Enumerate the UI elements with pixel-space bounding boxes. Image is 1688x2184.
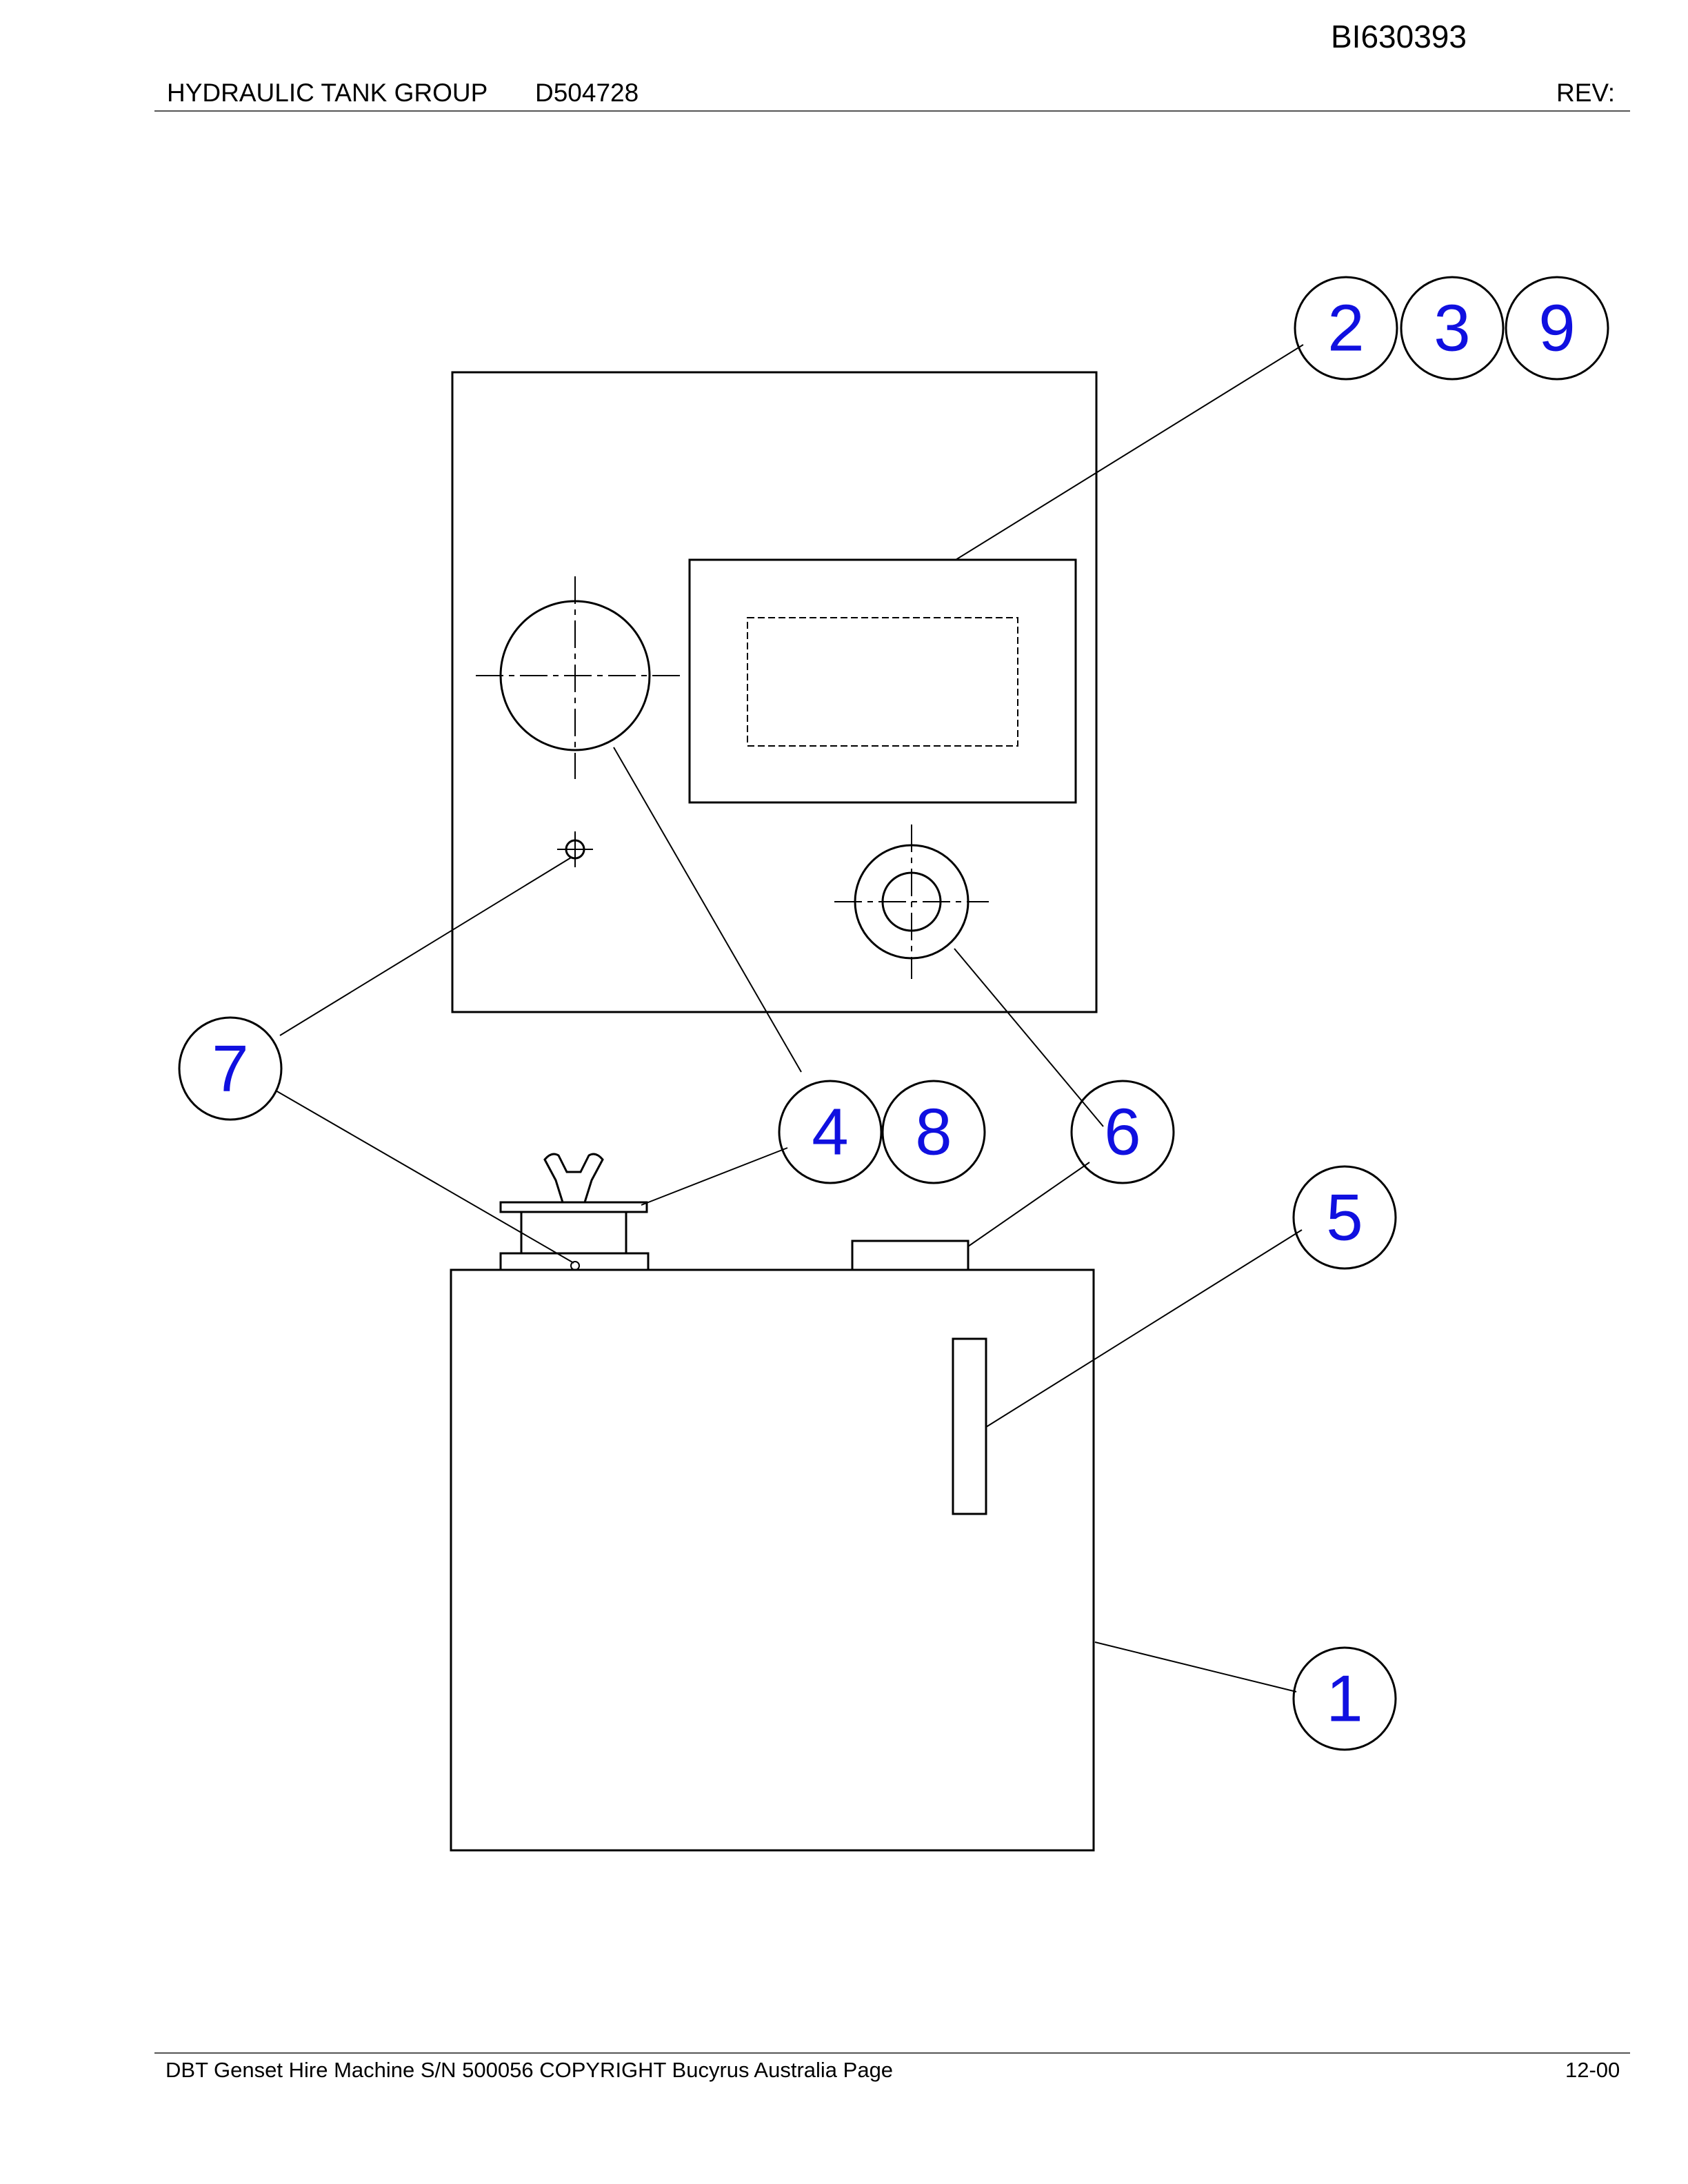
callout-8-label: 8: [915, 1095, 952, 1169]
breather-centerlines: [476, 576, 680, 779]
filter-housing: [688, 558, 1077, 804]
port-boss-side: [851, 1240, 969, 1271]
tank-side-view-outline: [450, 1268, 1095, 1852]
page-title: HYDRAULIC TANK GROUP: [167, 79, 488, 107]
footer-text: DBT Genset Hire Machine S/N 500056 COPYR…: [165, 2058, 894, 2082]
callout-3-bubble: [1400, 276, 1505, 381]
tank-top-view-outline: [451, 371, 1098, 1013]
drawing-number: D504728: [535, 79, 639, 107]
revision-label: REV:: [1556, 79, 1615, 107]
callout-7-label: 7: [212, 1032, 248, 1106]
callout-bubbles: [178, 276, 1609, 1751]
sight-gauge: [952, 1337, 987, 1515]
callout-9-bubble: [1505, 276, 1609, 381]
callout-8-bubble: [881, 1080, 986, 1184]
footer-divider: [154, 2052, 1630, 2054]
callout-6-label: 6: [1104, 1095, 1141, 1169]
callout-4-label: 4: [812, 1095, 848, 1169]
document-id: BI630393: [1331, 19, 1467, 54]
header-divider: [154, 110, 1630, 112]
callout-4-bubble: [778, 1080, 883, 1184]
callout-2-bubble: [1294, 276, 1398, 381]
breather-cap: [499, 1201, 648, 1213]
fitting-centerlines: [557, 831, 593, 867]
callout-1-bubble: [1292, 1646, 1397, 1751]
port-centerlines: [834, 825, 989, 979]
wing-nut: [543, 1153, 604, 1204]
callout-5-bubble: [1292, 1165, 1397, 1270]
leader-lines: [275, 344, 1304, 1692]
fitting-side: [570, 1261, 580, 1271]
breather-body: [520, 1211, 627, 1255]
filter-housing-inner: [747, 617, 1018, 747]
callout-3-label: 3: [1434, 292, 1470, 365]
callout-5-label: 5: [1326, 1181, 1363, 1255]
callout-6-bubble: [1070, 1080, 1175, 1184]
callout-7-bubble: [178, 1016, 283, 1121]
callout-9-label: 9: [1538, 292, 1575, 365]
callout-2-label: 2: [1327, 292, 1364, 365]
page-number: 12-00: [1565, 2058, 1620, 2082]
callout-1-label: 1: [1326, 1662, 1363, 1736]
